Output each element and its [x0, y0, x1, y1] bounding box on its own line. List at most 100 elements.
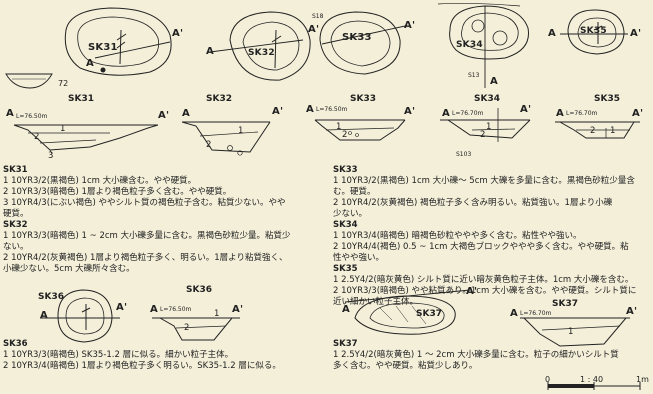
sk32-section-line	[209, 39, 304, 53]
sk37-marker-a: A	[342, 304, 350, 315]
sk36-plan-inner	[65, 297, 105, 335]
sk36-section-a-prime: A'	[232, 304, 244, 315]
sk31-layer-1: 1	[60, 124, 66, 134]
sk32-layer-1: 1	[238, 126, 244, 136]
sk33-layer-2: 2	[342, 130, 348, 140]
sk35-marker-a: A	[548, 28, 556, 39]
sk36-section-a: A	[150, 304, 158, 315]
sk35-section-title: SK35	[594, 94, 620, 104]
sk37-marker-a-prime: A'	[466, 286, 478, 297]
sk32-plan-inner	[242, 21, 300, 71]
sk36-desc-title: SK36	[3, 339, 28, 349]
sk35-marker-a-prime: A'	[630, 28, 642, 39]
scale-zero: 0	[545, 375, 551, 384]
sk32-layer-2: 2	[206, 140, 212, 150]
sk33-layer-1: 1	[336, 122, 342, 132]
sk37-section-title: SK37	[552, 299, 578, 309]
sk37-desc-line-1: 1 2.5Y4/2(暗灰黄色) 1 ～ 2cm 大小礫多量に含む。粒子の細かいシ…	[333, 350, 619, 360]
sk37-plan-label: SK37	[416, 309, 442, 319]
sk32-marker-a: A	[206, 46, 214, 57]
sk35-stake	[593, 22, 603, 44]
vessel-number: 72	[58, 79, 69, 88]
sk34-s103: S103	[456, 151, 472, 158]
sk32-desc-line-2: ない。	[3, 242, 29, 252]
sk31-desc-line-1: 1 10YR3/2(黒褐色) 1cm 大小礫含む。やや硬質。	[3, 176, 197, 186]
sk34-desc-line-1: 1 10YR3/4(暗褐色) 暗褐色砂粒ややや多く含む。粘性やや強い。	[333, 231, 582, 241]
sk36-level: L=76.50m	[160, 306, 192, 313]
sk33-section-line	[321, 25, 406, 45]
sk35-plan-outline	[567, 9, 625, 55]
sk31-plan-label: SK31	[88, 42, 118, 53]
sk31-marker-a: A	[86, 58, 94, 69]
sk34-level: L=76.70m	[452, 110, 484, 117]
sk33-section-title: SK33	[350, 94, 376, 104]
sk31-section-profile	[13, 124, 159, 151]
sk31-layer-2: 2	[34, 132, 40, 142]
sk35-section-a: A	[556, 108, 564, 119]
sk32-section-profile	[181, 121, 271, 153]
sk32-plan-outline	[229, 11, 311, 81]
sk37-plan-hatch	[379, 305, 427, 325]
sk36-section-title: SK36	[186, 285, 212, 295]
sk31-section-a: A	[6, 108, 14, 119]
sk36-plan-outline	[57, 289, 113, 343]
sk32-marker-a-prime: A'	[308, 24, 320, 35]
sk36-plan-label: SK36	[38, 292, 64, 302]
sk37-section-a-prime: A'	[626, 306, 638, 317]
sk33-desc-line-4: 少ない。	[333, 209, 368, 219]
sk34-desc-title: SK34	[333, 220, 358, 230]
scale-unit: 1m	[636, 375, 649, 384]
sk32-section-title: SK32	[206, 94, 232, 104]
s18-label: S18	[312, 13, 324, 20]
sk31-plan-inner	[77, 16, 159, 67]
sk34-layer-1: 1	[486, 122, 492, 132]
sk36-marker-a-prime: A'	[116, 302, 128, 313]
sk33-desc-line-3: 2 10YR4/2(灰黄褐色) 褐色粒子多く含み明るい。粘質強い。1層より小礫	[333, 198, 613, 208]
sk33-section-a-prime: A'	[404, 106, 416, 117]
sk31-marker-a-prime: A'	[172, 28, 184, 39]
sk33-section-a: A	[306, 104, 314, 115]
sk31-section-a-prime: A'	[158, 110, 170, 121]
sk35-level: L=76.70m	[566, 110, 598, 117]
sk31-datum-point	[100, 67, 106, 73]
sk35-desc-line-1: 1 2.5Y4/2(暗灰黄色) シルト質に近い暗灰黄色粒子主体。1cm 大小礫を…	[333, 275, 634, 285]
sk34-cut-line	[437, 2, 521, 7]
sk36-section-profile	[159, 317, 233, 341]
sk34-section-a: A	[442, 108, 450, 119]
sk31-level: L=76.50m	[16, 113, 48, 120]
sk31-desc-line-2: 2 10YR3/3(暗褐色) 1層より褐色粒子多く含む。やや硬質。	[3, 187, 232, 197]
scale-ratio: 1 : 40	[580, 375, 604, 384]
sk36-layer-2: 2	[184, 323, 190, 333]
sk35-layer-2: 2	[590, 126, 596, 136]
sk32-desc-line-4: 小礫少ない。5cm 大礫所々含む。	[3, 264, 135, 274]
sk34-section-profile	[447, 119, 531, 139]
sk34-desc-line-2: 2 10YR4/4(褐色) 0.5 ~ 1cm 大褐色ブロックややや多く含む。や…	[333, 242, 629, 252]
sk33-marker-a-prime: A'	[404, 20, 416, 31]
sk31-desc-line-3: 3 10YR4/3(にぶい褐色) ややシルト質の褐色粒子含む。粘質少ない。やや	[3, 198, 286, 208]
sk33-desc-title: SK33	[333, 165, 358, 175]
sk33-level: L=76.50m	[316, 106, 348, 113]
sk34-plan-inner	[461, 12, 519, 51]
sk37-section-line	[344, 289, 471, 303]
sk34-pit-1	[471, 19, 485, 33]
sk33-plan-inner	[330, 20, 391, 67]
sk31-section-title: SK31	[68, 94, 94, 104]
sk35-section-a-prime: A'	[632, 108, 644, 119]
sk36-marker-a: A	[40, 310, 48, 321]
sk34-plan-label: SK34	[456, 40, 483, 50]
sk36-stake	[81, 304, 91, 330]
sk31-stake	[116, 29, 127, 65]
sk34-section-a-prime: A'	[520, 104, 532, 115]
sk37-desc-line-2: 多く含む。やや硬質。粘質少しあり。	[333, 361, 478, 371]
sk36-desc-line-2: 2 10YR3/4(暗褐色) 1層より褐色粒子多く明るい。SK35-1.2 層に…	[3, 361, 281, 371]
sk35-desc-line-2: 2 10YR3/3(暗褐色) やや粘質あり。1cm 大小礫を含む。やや硬質。シル…	[333, 286, 637, 296]
sk32-stake	[271, 29, 282, 69]
sk35-layer-1: 1	[610, 126, 616, 136]
sk33-section-profile	[314, 119, 406, 141]
sk33-desc-line-2: む。硬質。	[333, 187, 376, 197]
sk37-desc-title: SK37	[333, 339, 358, 349]
sk37-section-a: A	[510, 308, 518, 319]
sk31-plan-outline	[64, 7, 172, 76]
sk32-section-a: A	[182, 108, 190, 119]
